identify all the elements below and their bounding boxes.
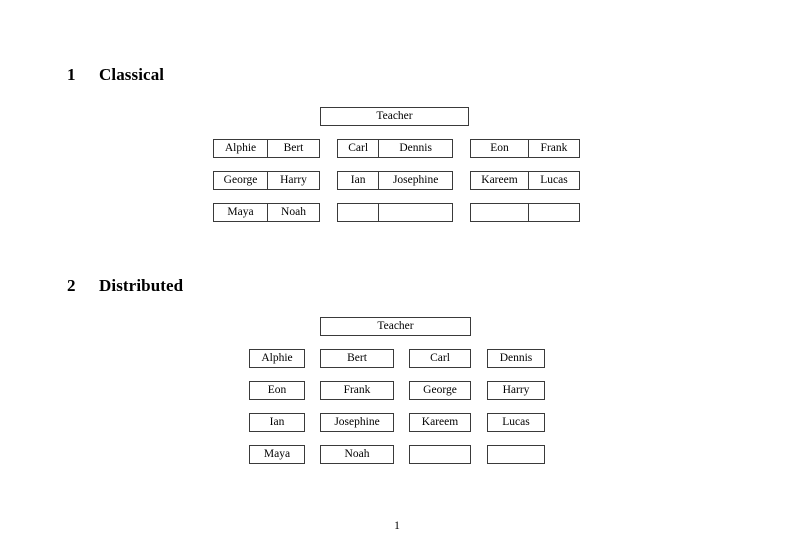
student-box: George: [409, 381, 471, 400]
section-heading-distributed: 2 Distributed: [67, 277, 183, 294]
classical-group-right-row-2: Kareem Lucas: [470, 171, 580, 190]
student-box: Frank: [527, 140, 579, 157]
student-box: Noah: [320, 445, 394, 464]
student-box: Bert: [266, 140, 319, 157]
student-box: Bert: [320, 349, 394, 368]
classical-group-right-row-3: [470, 203, 580, 222]
section-number: 2: [67, 276, 76, 295]
student-box: Josephine: [320, 413, 394, 432]
section-title: Distributed: [99, 276, 184, 295]
section-number: 1: [67, 65, 76, 84]
student-box: Noah: [266, 204, 319, 221]
student-box: Ian: [350, 174, 366, 186]
classical-group-middle-row-2: Ian Josephine: [337, 171, 453, 190]
classical-group-left-row-1: Alphie Bert: [213, 139, 320, 158]
classical-teacher-box: Teacher: [320, 107, 469, 126]
student-box: Kareem: [409, 413, 471, 432]
student-box: Carl: [409, 349, 471, 368]
classical-group-middle-row-1: Carl Dennis: [337, 139, 453, 158]
student-box: Frank: [320, 381, 394, 400]
student-box: Carl: [348, 142, 369, 154]
classical-group-left-row-3: Maya Noah: [213, 203, 320, 222]
student-box-empty: [527, 204, 579, 221]
student-box: George: [223, 174, 258, 186]
student-box: Maya: [227, 206, 254, 218]
student-box-empty: [378, 204, 452, 221]
page-number: 1: [394, 520, 400, 532]
student-box: Alphie: [224, 142, 257, 154]
student-box: Alphie: [249, 349, 305, 368]
student-box-empty: [338, 204, 378, 221]
section-heading-classical: 1 Classical: [67, 66, 164, 83]
classical-group-middle-row-3: [337, 203, 453, 222]
student-box: Harry: [487, 381, 545, 400]
student-box: Ian: [249, 413, 305, 432]
student-box: Dennis: [487, 349, 545, 368]
student-box-empty: [409, 445, 471, 464]
student-box: Maya: [249, 445, 305, 464]
student-box: Lucas: [527, 172, 579, 189]
distributed-teacher-box: Teacher: [320, 317, 471, 336]
student-box-empty: [487, 445, 545, 464]
student-box: Dennis: [378, 140, 452, 157]
student-box: Eon: [490, 142, 509, 154]
student-box: Lucas: [487, 413, 545, 432]
section-title: Classical: [99, 65, 165, 84]
student-box: Kareem: [481, 174, 518, 186]
student-box: Josephine: [378, 172, 452, 189]
student-box: Eon: [249, 381, 305, 400]
student-box-empty: [471, 204, 528, 221]
classical-group-right-row-1: Eon Frank: [470, 139, 580, 158]
classical-group-left-row-2: George Harry: [213, 171, 320, 190]
student-box: Harry: [266, 172, 319, 189]
